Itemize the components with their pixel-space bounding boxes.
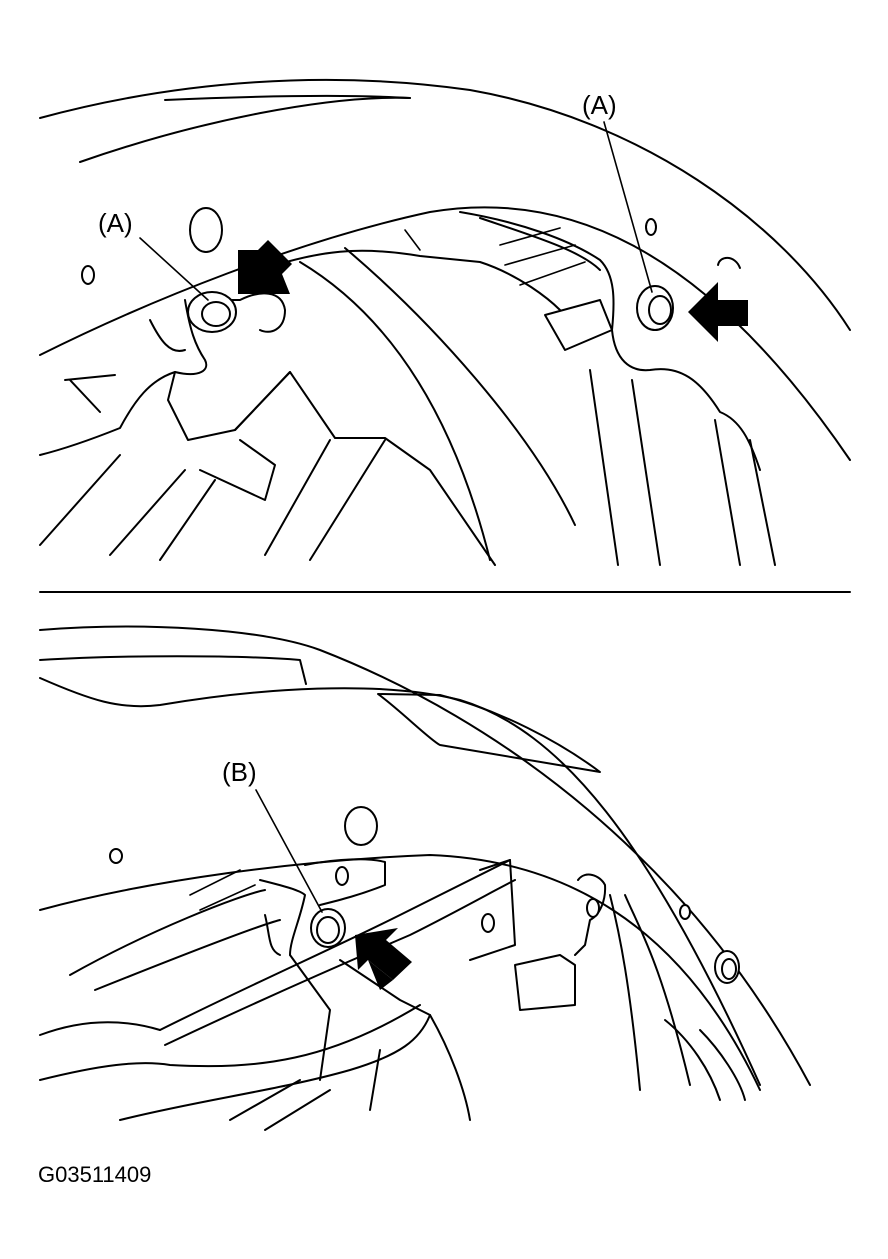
top-strut-2 (631, 379, 661, 566)
bottom-small-hole-right (679, 904, 691, 920)
bottom-small-hole-center (335, 866, 349, 886)
bottom-lower-frame-2 (339, 959, 431, 1016)
bottom-panel: (B) (39, 625, 811, 1131)
bottom-right-strut-4 (699, 1029, 746, 1101)
bottom-outer-arch (39, 625, 811, 1086)
bottom-hole-far-right-inner (721, 958, 737, 980)
top-liner-edge (39, 206, 851, 461)
top-right-lower (611, 329, 761, 471)
top-right-bracket-2 (479, 217, 601, 271)
top-panel: (A) (A) (39, 78, 851, 566)
bottom-bracket-side (259, 879, 306, 956)
top-large-hole (189, 207, 223, 253)
top-panel-top (259, 249, 561, 311)
top-right-bracket (459, 211, 615, 331)
top-partial-hole (717, 256, 741, 269)
bottom-lower-curve-2 (119, 1014, 431, 1121)
top-panel-side (344, 247, 576, 526)
top-strut-1 (589, 369, 619, 566)
bottom-lower-curve (39, 1004, 421, 1081)
top-left-clip-icon (187, 291, 237, 333)
top-strut-4 (749, 439, 776, 566)
top-left-hatch-1 (64, 374, 116, 381)
bottom-arrow-icon (355, 928, 412, 980)
bottom-small-hole-left (109, 848, 123, 864)
bottom-right-strut-2 (624, 894, 691, 1086)
bottom-right-strut-1 (609, 894, 641, 1091)
top-tick-1 (404, 229, 421, 251)
bottom-hatch-b (199, 884, 256, 911)
top-hatch-1 (499, 227, 561, 246)
top-left-bracket (39, 299, 208, 456)
top-left-arrow-icon (238, 240, 292, 294)
top-hatch-2 (504, 244, 576, 266)
bottom-small-hole-mid (481, 913, 495, 933)
top-lower-left-4 (264, 439, 331, 556)
top-right-callout-label: (A) (582, 90, 617, 120)
top-lower-left-1 (39, 454, 121, 546)
top-arch-link (164, 94, 411, 101)
top-left-lower-frame (167, 371, 496, 566)
top-right-clip-icon (636, 285, 674, 331)
top-left-hatch-2 (69, 379, 101, 413)
top-small-hole-left (81, 265, 95, 285)
figure-code: G03511409 (38, 1162, 151, 1187)
bottom-right-block (514, 954, 576, 1011)
bottom-small-hole-tab (586, 898, 600, 918)
top-hatch-3 (519, 261, 586, 286)
top-left-callout-label: (A) (98, 208, 133, 238)
top-inner-arch (79, 96, 411, 163)
bottom-liner-edge (39, 854, 761, 1091)
bottom-right-tab (574, 873, 607, 956)
bottom-arrow-shaft (368, 960, 393, 990)
top-lower-left-5 (309, 439, 386, 561)
bottom-lower-frame-3 (429, 1014, 471, 1121)
bottom-callout-label: (B) (222, 757, 257, 787)
top-panel-curve (299, 261, 491, 561)
bottom-bracket-tab (264, 914, 281, 956)
bottom-clip-icon (310, 908, 346, 948)
top-lower-left-2 (109, 469, 186, 556)
bottom-leader (255, 789, 323, 913)
bottom-rail-2 (94, 919, 281, 991)
bottom-hatch-a (189, 869, 241, 896)
top-right-block (544, 299, 613, 351)
bottom-right-strut-3 (664, 1019, 721, 1101)
bottom-lower-hatch-1 (229, 1079, 301, 1121)
bottom-rail-3 (159, 859, 511, 1031)
top-right-leader (603, 121, 653, 293)
bottom-large-hole (344, 806, 378, 846)
top-arrow-bracket (224, 292, 286, 333)
bottom-rail-1 (69, 889, 266, 976)
bottom-right-panel (469, 859, 516, 961)
top-left-tab (149, 319, 186, 352)
top-lower-box (199, 439, 276, 501)
bottom-lower-frame (289, 954, 331, 1081)
bottom-inner-arch (39, 677, 761, 1086)
top-strut-3 (714, 419, 741, 566)
bottom-center-bracket (304, 858, 386, 906)
bottom-upper-strip (39, 655, 307, 685)
top-lower-left-3 (159, 479, 216, 561)
top-small-hole-right (645, 218, 657, 236)
top-left-leader (139, 237, 209, 301)
bottom-rail-left (39, 1021, 161, 1036)
top-lower-diag (234, 371, 291, 431)
bottom-lower-hatch-2 (264, 1089, 331, 1131)
top-outer-arch (39, 78, 851, 331)
bottom-trim-strip (377, 693, 601, 773)
top-right-arrow-icon (688, 282, 748, 342)
bottom-lower-hatch-3 (369, 1049, 381, 1111)
